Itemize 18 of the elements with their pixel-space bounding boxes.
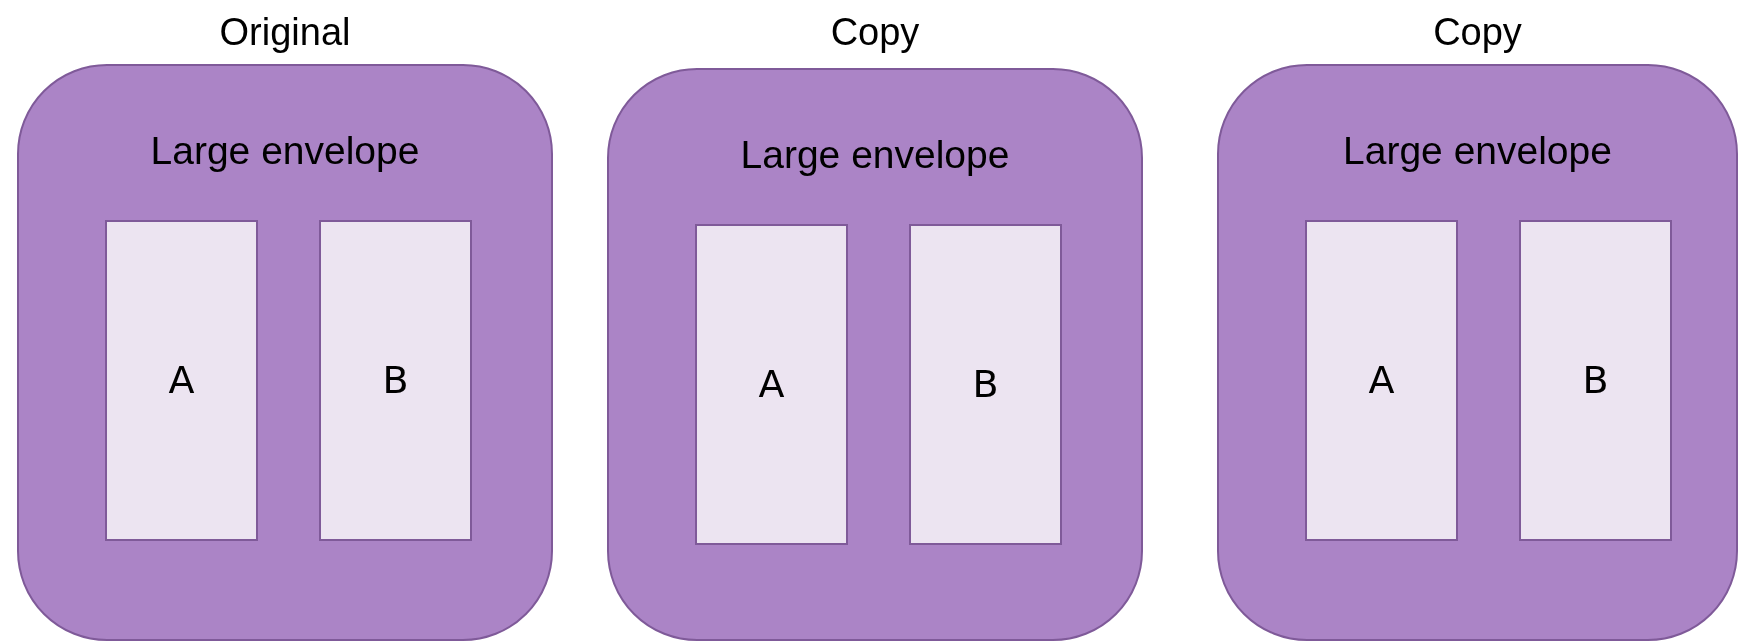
letter-box <box>105 220 258 541</box>
letter-label: B <box>382 357 409 404</box>
heading: Original <box>218 10 352 54</box>
heading: Copy <box>829 10 921 54</box>
letter-box <box>909 224 1062 545</box>
letter-label: B <box>1582 357 1609 404</box>
heading: Copy <box>1432 10 1523 54</box>
envelope-label: Large envelope <box>739 132 1011 178</box>
letter-label: B <box>972 361 999 408</box>
letter-box <box>695 224 848 545</box>
letter-box <box>1305 220 1458 541</box>
letter-label: A <box>168 357 195 404</box>
letter-label: A <box>758 361 785 408</box>
letter-label: A <box>1368 357 1395 404</box>
envelope-label: Large envelope <box>149 128 421 174</box>
envelope-label: Large envelope <box>1342 128 1613 174</box>
letter-box <box>319 220 472 541</box>
letter-box <box>1519 220 1672 541</box>
